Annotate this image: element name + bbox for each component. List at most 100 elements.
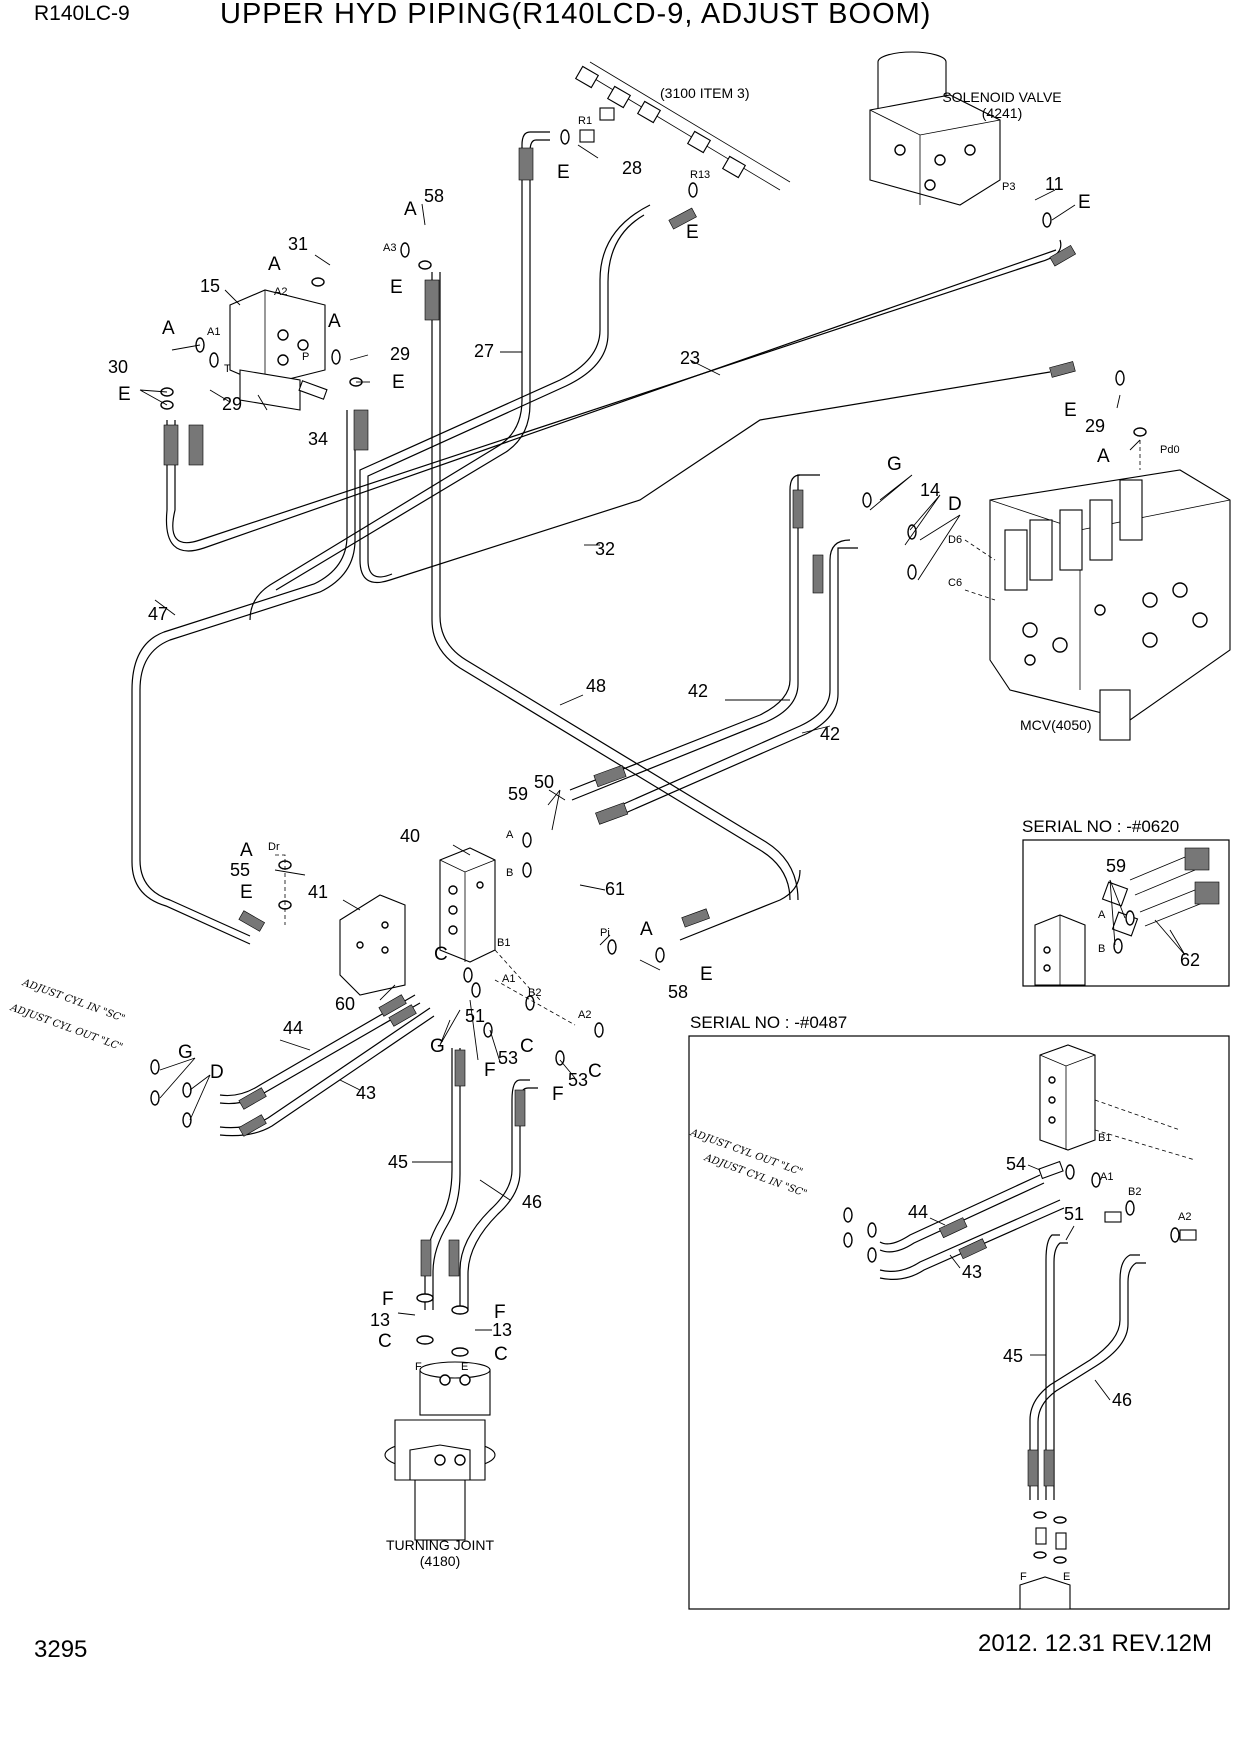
part-15: 15 [200, 276, 220, 296]
inset-part-43: 43 [962, 1262, 982, 1282]
letter-a-31: A [268, 254, 281, 275]
ref-3100-line [574, 61, 791, 191]
inset-part-51: 51 [1064, 1204, 1084, 1224]
inset-title-0620: SERIAL NO : -#0620 [1022, 817, 1179, 836]
model-code: R140LC-9 [34, 2, 130, 25]
inset-part-44: 44 [908, 1202, 928, 1222]
port-a2-block15: A2 [274, 286, 287, 298]
part-28: 28 [622, 158, 642, 178]
inset-serial-0620: SERIAL NO : -#0620 A B 59 62 [1022, 817, 1230, 987]
mcv-label: MCV(4050) [1020, 717, 1092, 733]
solenoid-valve-label: SOLENOID VALVE [942, 89, 1061, 105]
letter-a-29: A [328, 311, 341, 332]
letter-e-58-bottom: E [700, 964, 713, 985]
port-e-tj: E [461, 1361, 468, 1373]
part-51: 51 [465, 1006, 485, 1026]
letter-e-11: E [1078, 192, 1091, 213]
port-b2: B2 [528, 987, 541, 999]
letter-f-tj-left: F [382, 1289, 394, 1310]
port-dr: Dr [268, 841, 280, 853]
port-a-40: A [506, 829, 514, 841]
part-13-left: 13 [370, 1310, 390, 1330]
port-pd0: Pd0 [1160, 444, 1180, 456]
inset-0487-port-b1: B1 [1098, 1132, 1111, 1144]
part-14: 14 [920, 480, 940, 500]
port-a1-block15: A1 [207, 326, 220, 338]
port-c6: C6 [948, 577, 962, 589]
inset-0620-part-59: 59 [1106, 856, 1126, 876]
inset-0487-port-e: E [1063, 1571, 1070, 1583]
part-61: 61 [605, 879, 625, 899]
part-27: 27 [474, 341, 494, 361]
o-rings [150, 129, 1147, 1357]
part-41: 41 [308, 882, 328, 902]
part-29-left: 29 [222, 394, 242, 414]
part-42-upper: 42 [688, 681, 708, 701]
port-pi: Pi [600, 927, 610, 939]
letter-e-30: E [118, 384, 131, 405]
letter-a-30: A [162, 318, 175, 339]
inset-0487-port-f: F [1020, 1571, 1027, 1583]
block-15 [229, 289, 328, 411]
port-a2: A2 [578, 1009, 591, 1021]
letter-d-14: D [948, 494, 962, 515]
solenoid-valve [869, 51, 1001, 206]
part-43: 43 [356, 1083, 376, 1103]
block-40 [439, 847, 496, 963]
part-45: 45 [388, 1152, 408, 1172]
letter-a-pd0: A [1097, 446, 1110, 467]
port-r1: R1 [578, 115, 592, 127]
part-48: 48 [586, 676, 606, 696]
hose-fittings [163, 147, 1077, 1277]
port-r13: R13 [690, 169, 710, 181]
letter-a-dr: A [240, 840, 253, 861]
letter-e-28: E [557, 162, 570, 183]
letter-c-tj-left: C [378, 1331, 392, 1352]
part-55: 55 [230, 860, 250, 880]
inset-0620-port-b: B [1098, 943, 1105, 955]
inset-part-46: 46 [1112, 1390, 1132, 1410]
part-47: 47 [148, 604, 168, 624]
part-23: 23 [680, 348, 700, 368]
part-29-mcv: 29 [1085, 416, 1105, 436]
part-31: 31 [288, 234, 308, 254]
part-46: 46 [522, 1192, 542, 1212]
inset-0487-port-a1: A1 [1100, 1171, 1113, 1183]
inset-part-54: 54 [1006, 1154, 1026, 1174]
port-b1: B1 [497, 937, 510, 949]
part-44: 44 [283, 1018, 303, 1038]
turning-joint-label: TURNING JOINT [386, 1537, 495, 1553]
revision-date: 2012. 12.31 REV.12M [978, 1630, 1212, 1657]
part-59: 59 [508, 784, 528, 804]
part-32: 32 [595, 539, 615, 559]
port-d6: D6 [948, 534, 962, 546]
part-13-right: 13 [492, 1320, 512, 1340]
letter-c-53-left: C [520, 1036, 534, 1057]
inset-0487-port-b2: B2 [1128, 1186, 1141, 1198]
letter-a-pi: A [640, 919, 653, 940]
inset-0487-port-a2: A2 [1178, 1211, 1191, 1223]
port-a1: A1 [502, 973, 515, 985]
pipe-routes [131, 131, 1062, 1310]
letter-g-51: G [430, 1036, 445, 1057]
solenoid-valve-ref: (4241) [982, 105, 1022, 121]
letter-d-left: D [210, 1062, 224, 1083]
ref-3100-label: (3100 ITEM 3) [660, 85, 749, 101]
turning-joint-ref: (4180) [420, 1553, 460, 1569]
letter-g-14: G [887, 454, 902, 475]
port-p3: P3 [1002, 181, 1015, 193]
letter-g-left: G [178, 1042, 193, 1063]
inset-part-45: 45 [1003, 1346, 1023, 1366]
part-40: 40 [400, 826, 420, 846]
part-29-right: 29 [390, 344, 410, 364]
letter-c-tj-right: C [494, 1344, 508, 1365]
part-50: 50 [534, 772, 554, 792]
inset-0620-part-62: 62 [1180, 950, 1200, 970]
turning-joint [384, 1361, 496, 1541]
part-58-bottom: 58 [668, 982, 688, 1002]
letter-e-58: E [390, 277, 403, 298]
port-t: T [224, 363, 231, 375]
part-53-left: 53 [498, 1048, 518, 1068]
leader-lines [139, 144, 1141, 1331]
letter-f-53-left: F [484, 1060, 496, 1081]
